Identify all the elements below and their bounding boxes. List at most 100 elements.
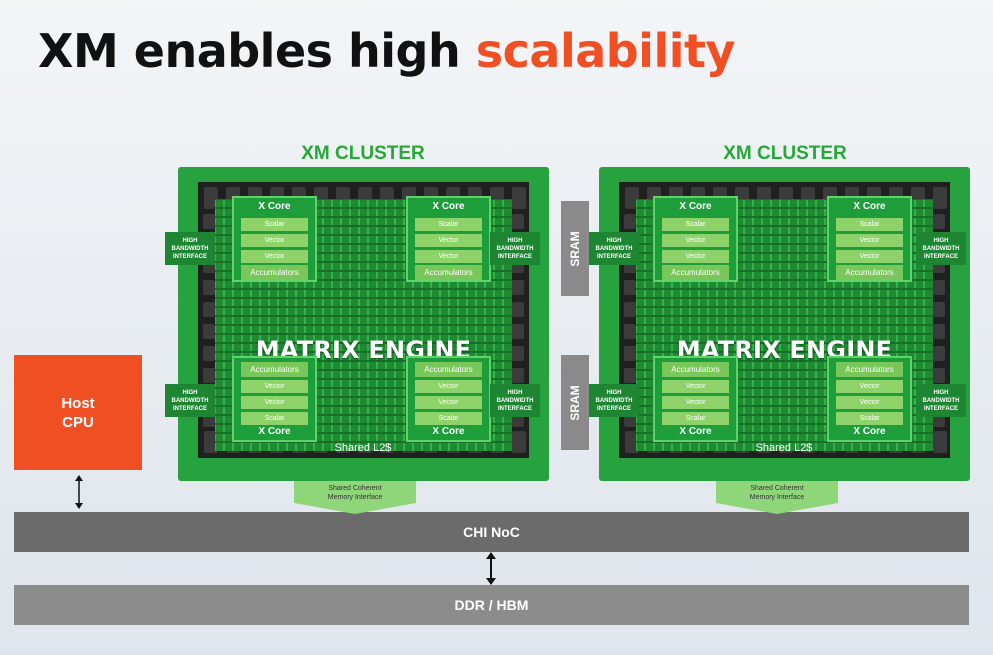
- scalar-unit: Scalar: [836, 412, 903, 425]
- ring-slot: [512, 431, 526, 453]
- accumulators-unit: Accumulators: [836, 265, 903, 280]
- scalar-unit: Scalar: [415, 412, 482, 425]
- shared-l2-label: Shared L2$: [755, 442, 813, 454]
- x-core-label: X Core: [853, 426, 886, 437]
- vector-unit: Vector: [662, 234, 729, 247]
- host-noc-arrow: [75, 475, 83, 509]
- vector-unit: Vector: [241, 396, 308, 409]
- memory-interface-line: Memory Interface: [749, 494, 805, 501]
- chi-noc-bar: CHI NoC: [14, 512, 969, 552]
- ring-slot: [933, 187, 947, 209]
- ring-slot: [933, 302, 945, 317]
- ring-slot: [203, 346, 215, 361]
- accumulators-unit: Accumulators: [662, 362, 729, 377]
- scalar-unit: Scalar: [415, 218, 482, 231]
- hbi-label: HIGH BANDWIDTH INTERFACE: [595, 389, 633, 412]
- high-bandwidth-interface: HIGH BANDWIDTH INTERFACE: [165, 384, 215, 417]
- sram-label: SRAM: [568, 230, 582, 267]
- vector-unit: Vector: [415, 250, 482, 263]
- memory-interface-line: Memory Interface: [327, 494, 383, 501]
- scalar-unit: Scalar: [241, 218, 308, 231]
- host-label: CPU: [62, 413, 94, 431]
- x-core-label: X Core: [679, 426, 712, 437]
- ring-slot: [624, 302, 636, 317]
- high-bandwidth-interface: HIGH BANDWIDTH INTERFACE: [916, 232, 966, 265]
- ring-slot: [624, 214, 636, 229]
- accumulators-unit: Accumulators: [241, 362, 308, 377]
- sram-block: SRAM: [561, 355, 589, 450]
- x-core-label: X Core: [258, 201, 291, 212]
- high-bandwidth-interface: HIGH BANDWIDTH INTERFACE: [490, 384, 540, 417]
- ring-slot: [512, 280, 524, 295]
- sram-label: SRAM: [568, 384, 582, 421]
- title-main: XM enables high: [38, 24, 461, 78]
- ring-slot: [512, 302, 524, 317]
- memory-interface-shape: [294, 481, 416, 514]
- ddr-hbm-bar: DDR / HBM: [14, 585, 969, 625]
- accumulators-unit: Accumulators: [662, 265, 729, 280]
- ring-slot: [624, 280, 636, 295]
- host-label: Host: [61, 394, 95, 412]
- ring-slot: [933, 346, 945, 361]
- vector-unit: Vector: [241, 250, 308, 263]
- scalar-unit: Scalar: [662, 218, 729, 231]
- x-core-label: X Core: [679, 201, 712, 212]
- ring-slot: [203, 280, 215, 295]
- hbi-label: HIGH BANDWIDTH INTERFACE: [171, 389, 209, 412]
- scalar-unit: Scalar: [662, 412, 729, 425]
- ring-slot: [203, 302, 215, 317]
- cluster-label: XM CLUSTER: [301, 143, 425, 164]
- memory-interface-shape: [716, 481, 838, 514]
- scalar-unit: Scalar: [241, 412, 308, 425]
- hbi-label: HIGH BANDWIDTH INTERFACE: [922, 389, 960, 412]
- accumulators-unit: Accumulators: [415, 362, 482, 377]
- hbi-label: HIGH BANDWIDTH INTERFACE: [496, 389, 534, 412]
- noc-memory-arrow: [486, 552, 496, 585]
- high-bandwidth-interface: HIGH BANDWIDTH INTERFACE: [916, 384, 966, 417]
- hbi-label: HIGH BANDWIDTH INTERFACE: [171, 237, 209, 260]
- accumulators-unit: Accumulators: [241, 265, 308, 280]
- ring-slot: [933, 368, 945, 383]
- vector-unit: Vector: [415, 234, 482, 247]
- hbi-label: HIGH BANDWIDTH INTERFACE: [922, 237, 960, 260]
- sram-block: SRAM: [561, 201, 589, 296]
- hbi-label: HIGH BANDWIDTH INTERFACE: [496, 237, 534, 260]
- ring-slot: [512, 346, 524, 361]
- ring-slot: [624, 324, 636, 339]
- high-bandwidth-interface: HIGH BANDWIDTH INTERFACE: [589, 232, 639, 265]
- ring-slot: [933, 324, 945, 339]
- vector-unit: Vector: [836, 234, 903, 247]
- title-accent: scalability: [475, 24, 736, 78]
- high-bandwidth-interface: HIGH BANDWIDTH INTERFACE: [589, 384, 639, 417]
- x-core-label: X Core: [853, 201, 886, 212]
- ring-slot: [933, 280, 945, 295]
- vector-unit: Vector: [662, 250, 729, 263]
- vector-unit: Vector: [415, 380, 482, 393]
- vector-unit: Vector: [415, 396, 482, 409]
- shared-l2-label: Shared L2$: [334, 442, 392, 454]
- vector-unit: Vector: [662, 396, 729, 409]
- ring-slot: [512, 324, 524, 339]
- slide-title: XM enables high scalability: [38, 24, 735, 78]
- high-bandwidth-interface: HIGH BANDWIDTH INTERFACE: [490, 232, 540, 265]
- x-core-label: X Core: [432, 426, 465, 437]
- ring-slot: [512, 214, 524, 229]
- ring-slot: [512, 368, 524, 383]
- ring-slot: [203, 368, 215, 383]
- scalar-unit: Scalar: [836, 218, 903, 231]
- vector-unit: Vector: [836, 380, 903, 393]
